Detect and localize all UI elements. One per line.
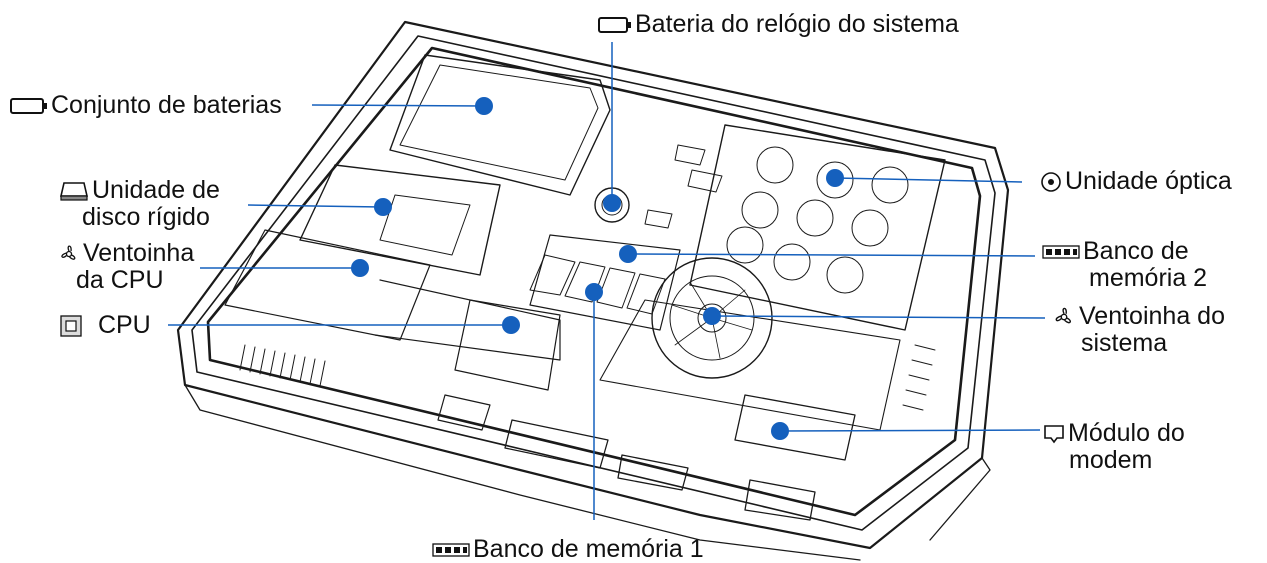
rtc-battery-dot xyxy=(603,194,621,212)
battery-icon xyxy=(598,17,631,34)
label-battery-pack: Conjunto de baterias xyxy=(10,92,282,119)
label-memory-bank-2: Banco de memória 2 xyxy=(1042,238,1207,292)
modem-icon xyxy=(1044,425,1064,444)
fan-icon xyxy=(61,245,76,261)
memory-icon xyxy=(432,543,470,558)
battery-icon xyxy=(10,98,47,115)
label-cpu: CPU xyxy=(60,312,151,339)
optical-disc-icon xyxy=(1041,172,1061,193)
label-cpu-fan: Ventoinha da CPU xyxy=(58,240,194,294)
cpu-icon xyxy=(60,315,82,338)
hdd-dot xyxy=(374,198,392,216)
memory-bank-1-dot xyxy=(585,283,603,301)
label-optical-drive: Unidade óptica xyxy=(1040,168,1232,195)
callout-dots xyxy=(351,97,844,440)
label-memory-bank-1: Banco de memória 1 xyxy=(432,536,704,563)
fan-icon xyxy=(1055,308,1071,324)
label-rtc-battery: Bateria do relógio do sistema xyxy=(598,11,959,38)
label-modem: Módulo do modem xyxy=(1043,420,1185,474)
leader-lines xyxy=(168,42,1046,520)
cpu-dot xyxy=(502,316,520,334)
label-system-fan: Ventoinha do sistema xyxy=(1052,303,1225,357)
cpu-fan-dot xyxy=(351,259,369,277)
battery-pack-dot xyxy=(475,97,493,115)
system-fan-dot xyxy=(703,307,721,325)
label-hard-disk: Unidade de disco rígido xyxy=(59,177,220,231)
memory-bank-2-dot xyxy=(619,245,637,263)
optical-drive-dot xyxy=(826,169,844,187)
hard-disk-icon xyxy=(59,182,89,201)
memory-icon xyxy=(1042,245,1080,260)
modem-dot xyxy=(771,422,789,440)
